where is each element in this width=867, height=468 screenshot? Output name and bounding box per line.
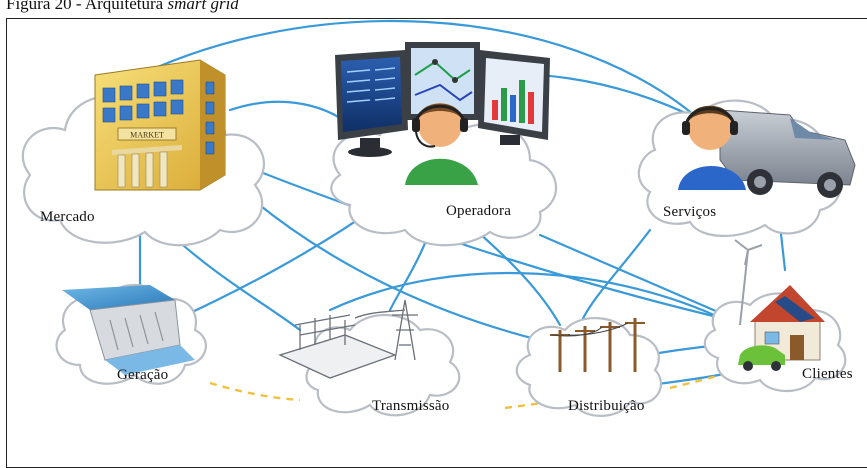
market-sign [117,127,177,141]
link-transmissao-clientes [328,271,727,322]
cloud-distribuicao [515,317,662,417]
operator-with-monitors-icon [335,42,550,185]
link-mercado-clientes [228,158,732,322]
service-agent [678,105,746,190]
label-transmissao: Transmissão [372,398,450,414]
monitor-right [478,50,550,145]
flow-geracao-transmissao [209,381,301,402]
label-mercado: Mercado [40,209,95,225]
office-building-icon: MARKET [94,59,226,191]
service-agent-truck-icon [678,105,856,198]
wind-turbine [734,239,763,326]
utility-poles-icon [550,318,645,372]
smart-home-icon [734,239,825,371]
electric-car [738,345,785,371]
label-operadora: Operadora [446,203,512,219]
substation-tower-icon [278,299,418,379]
pickup-truck [719,109,856,198]
caption-prefix: Figura 20 - Arquitetura [6,0,168,13]
label-servicos: Serviços [663,204,717,220]
caption-italic: smart grid [167,0,239,13]
label-distribuicao: Distribuição [568,398,645,414]
hydro-dam-icon [62,285,195,375]
label-clientes: Clientes [802,366,853,382]
link-mercado-operadora-arc [118,19,702,122]
link-operadora-clientes [538,233,727,317]
monitor-center [405,42,480,120]
figure-caption: Figura 20 - Arquitetura smart grid [6,0,239,14]
market-sign-text: MARKET [130,131,164,140]
monitor-left [335,50,408,157]
operator-person [405,103,478,185]
label-geracao: Geração [117,367,169,383]
